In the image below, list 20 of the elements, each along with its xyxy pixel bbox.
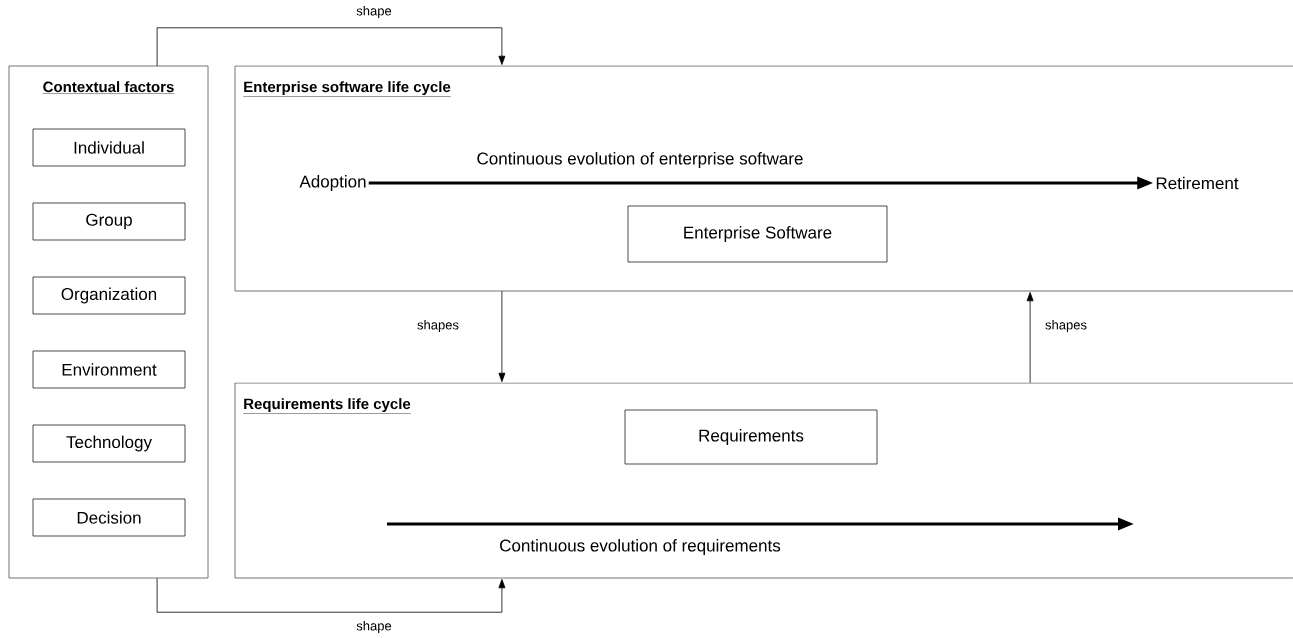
arrow: [1026, 292, 1034, 384]
box: Decision: [32, 498, 186, 537]
box: Organization: [32, 276, 186, 315]
box: Group: [32, 202, 186, 241]
stage-label: Adoption: [299, 175, 366, 191]
stage-label: Retirement: [1156, 176, 1239, 190]
edge-label: Continuous evolution of enterprise software: [477, 152, 803, 168]
box: Environment: [32, 350, 186, 389]
arrow-caption: Continuous evolution of requirements: [500, 539, 781, 555]
box: Individual: [32, 128, 186, 167]
arrow: [498, 290, 506, 382]
box: Requirements: [624, 409, 878, 465]
edge-label: shape: [356, 620, 392, 634]
box: Enterprise Software: [627, 205, 888, 263]
box: Technology: [32, 424, 186, 463]
arrow: [156, 577, 506, 613]
edge-label: shapes: [1045, 319, 1087, 333]
edge-label: shapes: [417, 319, 459, 333]
arrow: [156, 27, 506, 67]
edge-label: shape: [356, 5, 392, 19]
